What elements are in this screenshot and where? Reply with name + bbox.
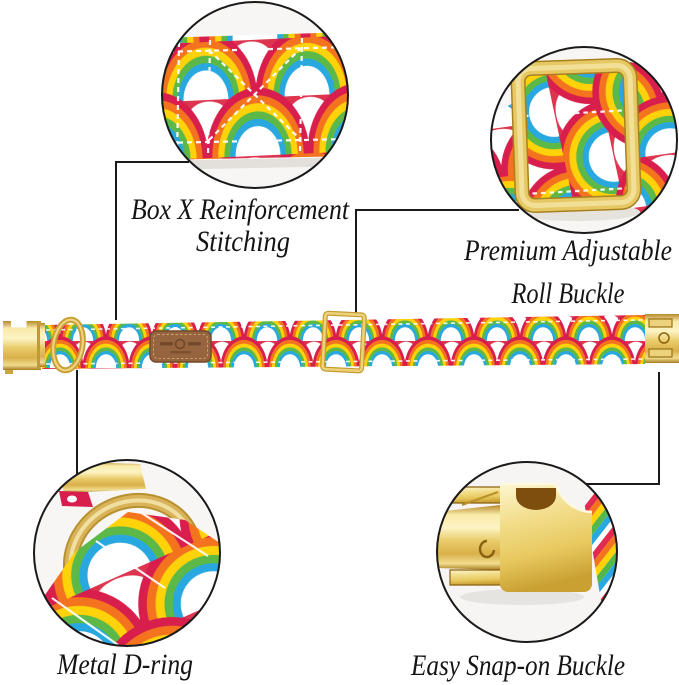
svg-text:Metal D-ring: Metal D-ring bbox=[56, 648, 193, 681]
svg-text:Easy Snap-on Buckle: Easy Snap-on Buckle bbox=[410, 649, 625, 682]
svg-text:Roll Buckle: Roll Buckle bbox=[511, 277, 625, 310]
svg-text:Box X Reinforcement: Box X Reinforcement bbox=[131, 193, 350, 226]
svg-text:Premium Adjustable: Premium Adjustable bbox=[463, 234, 672, 267]
svg-text:Stitching: Stitching bbox=[196, 225, 290, 258]
